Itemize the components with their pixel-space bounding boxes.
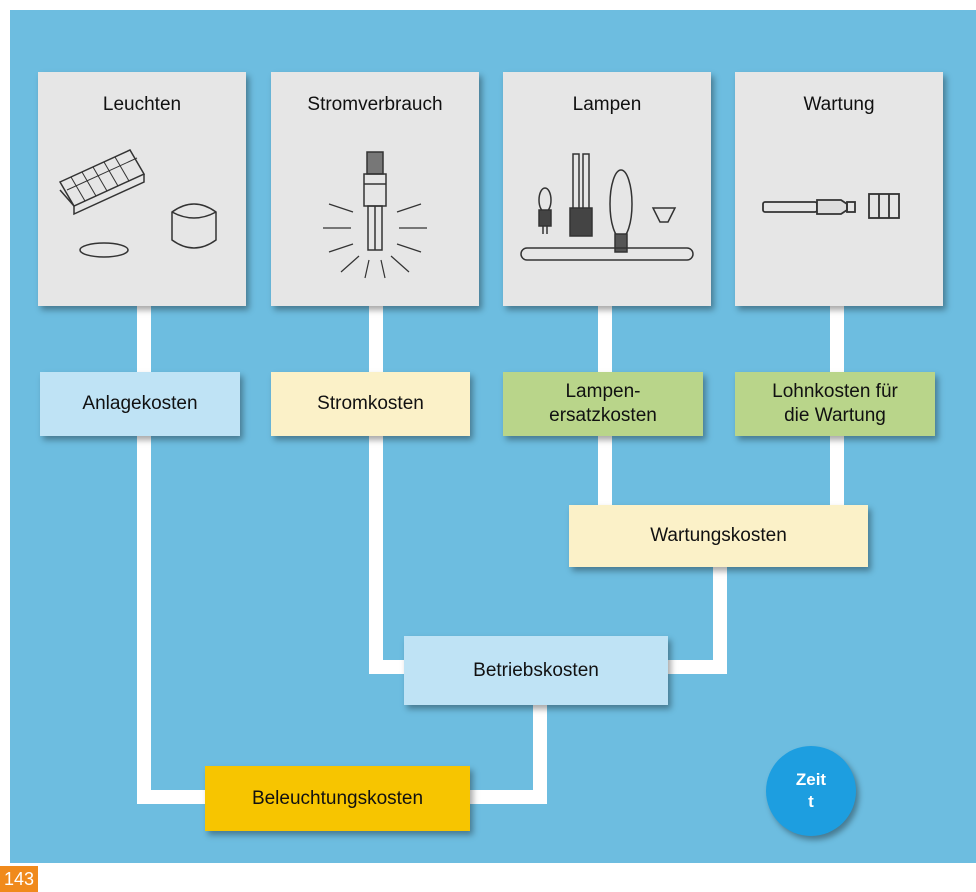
card-title-leuchten: Leuchten: [102, 94, 182, 115]
box-beleuchtungskosten: Beleuchtungskosten: [205, 766, 470, 831]
label-anlagekosten: Anlagekosten: [82, 393, 198, 414]
card-title-wartung: Wartung: [803, 94, 875, 115]
lamps-icon: [520, 153, 694, 261]
box-stromkosten: Stromkosten: [271, 372, 470, 436]
card-title-stromverbrauch: Stromverbrauch: [307, 94, 443, 115]
label-lampenersatzkosten-line2: ersatzkosten: [549, 405, 657, 426]
connector-anlage-beleuchtung: [137, 436, 205, 804]
box-wartungskosten: Wartungskosten: [569, 505, 868, 567]
label-wartungskosten: Wartungskosten: [650, 525, 787, 546]
label-betriebskosten: Betriebskosten: [473, 659, 599, 681]
card-stromverbrauch: Stromverbrauch: [271, 72, 479, 306]
connector-strom-betrieb: [369, 436, 404, 674]
label-lampenersatzkosten-line1: Lampen-: [565, 381, 641, 402]
card-title-lampen: Lampen: [572, 94, 642, 115]
label-stromkosten: Stromkosten: [317, 393, 424, 414]
box-lampenersatzkosten: Lampen- ersatzkosten: [503, 372, 703, 436]
box-lohnkosten: Lohnkosten für die Wartung: [735, 372, 935, 436]
power-consumption-icon: [323, 151, 427, 279]
label-lampenersatzkosten: Lampen- ersatzkosten: [549, 380, 657, 428]
box-anlagekosten: Anlagekosten: [40, 372, 240, 436]
label-lohnkosten-line2: die Wartung: [784, 405, 886, 426]
label-beleuchtungskosten: Beleuchtungskosten: [251, 787, 424, 809]
luminaires-icon: [58, 149, 217, 258]
label-lohnkosten-line1: Lohnkosten für: [772, 381, 898, 402]
time-circle: Zeit t: [766, 746, 856, 836]
page-number: 143: [0, 866, 38, 892]
card-wartung: Wartung: [735, 72, 943, 306]
connector-betrieb-beleuchtung: [470, 705, 547, 804]
card-leuchten: Leuchten: [38, 72, 246, 306]
card-lampen: Lampen: [503, 72, 711, 306]
time-label: Zeit: [795, 770, 827, 789]
label-lohnkosten: Lohnkosten für die Wartung: [772, 380, 898, 428]
time-symbol: t: [808, 792, 814, 811]
maintenance-icon: [762, 193, 900, 219]
connector-wartungskosten-betrieb: [668, 567, 727, 674]
box-betriebskosten: Betriebskosten: [404, 636, 668, 705]
